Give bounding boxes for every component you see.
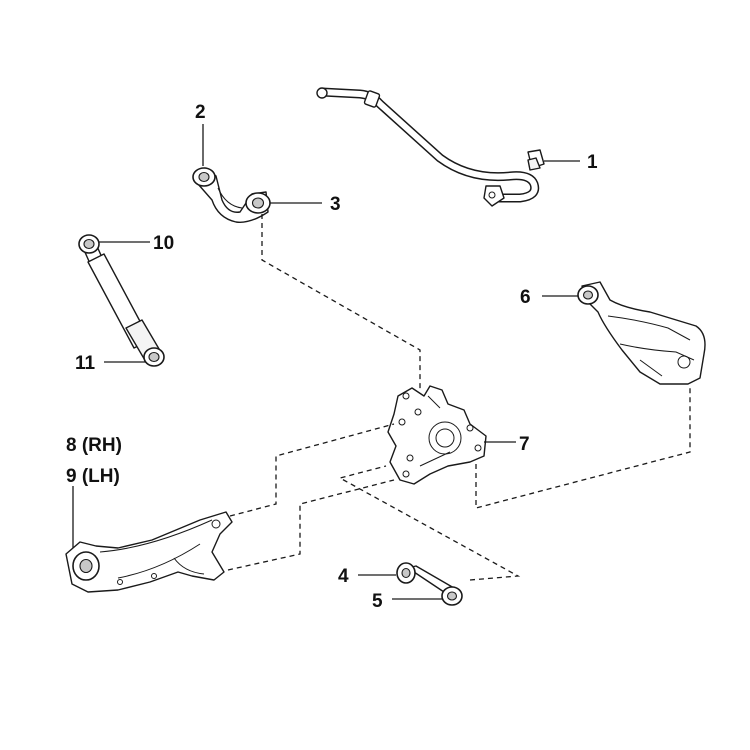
toe-control-link (396, 562, 463, 606)
callout-5: 5 (372, 591, 383, 612)
rear-axle-carrier (387, 385, 487, 485)
callout-9: 9 (LH) (66, 466, 120, 487)
trailing-arm (577, 281, 706, 385)
shock-absorber (78, 234, 165, 367)
assembly-guide-lines (227, 214, 691, 581)
callout-8: 8 (RH) (66, 435, 122, 456)
callout-1: 1 (587, 152, 598, 173)
callout-4: 4 (338, 566, 349, 587)
upper-control-arm (192, 167, 271, 223)
callout-10: 10 (153, 233, 174, 254)
stabilizer-bar (316, 87, 540, 207)
callout-6: 6 (520, 287, 531, 308)
stabilizer-bushing (527, 149, 545, 171)
callout-3: 3 (330, 194, 341, 215)
callout-7: 7 (519, 434, 530, 455)
callout-2: 2 (195, 102, 206, 123)
callout-11: 11 (75, 353, 96, 374)
lower-control-arm (65, 511, 233, 593)
